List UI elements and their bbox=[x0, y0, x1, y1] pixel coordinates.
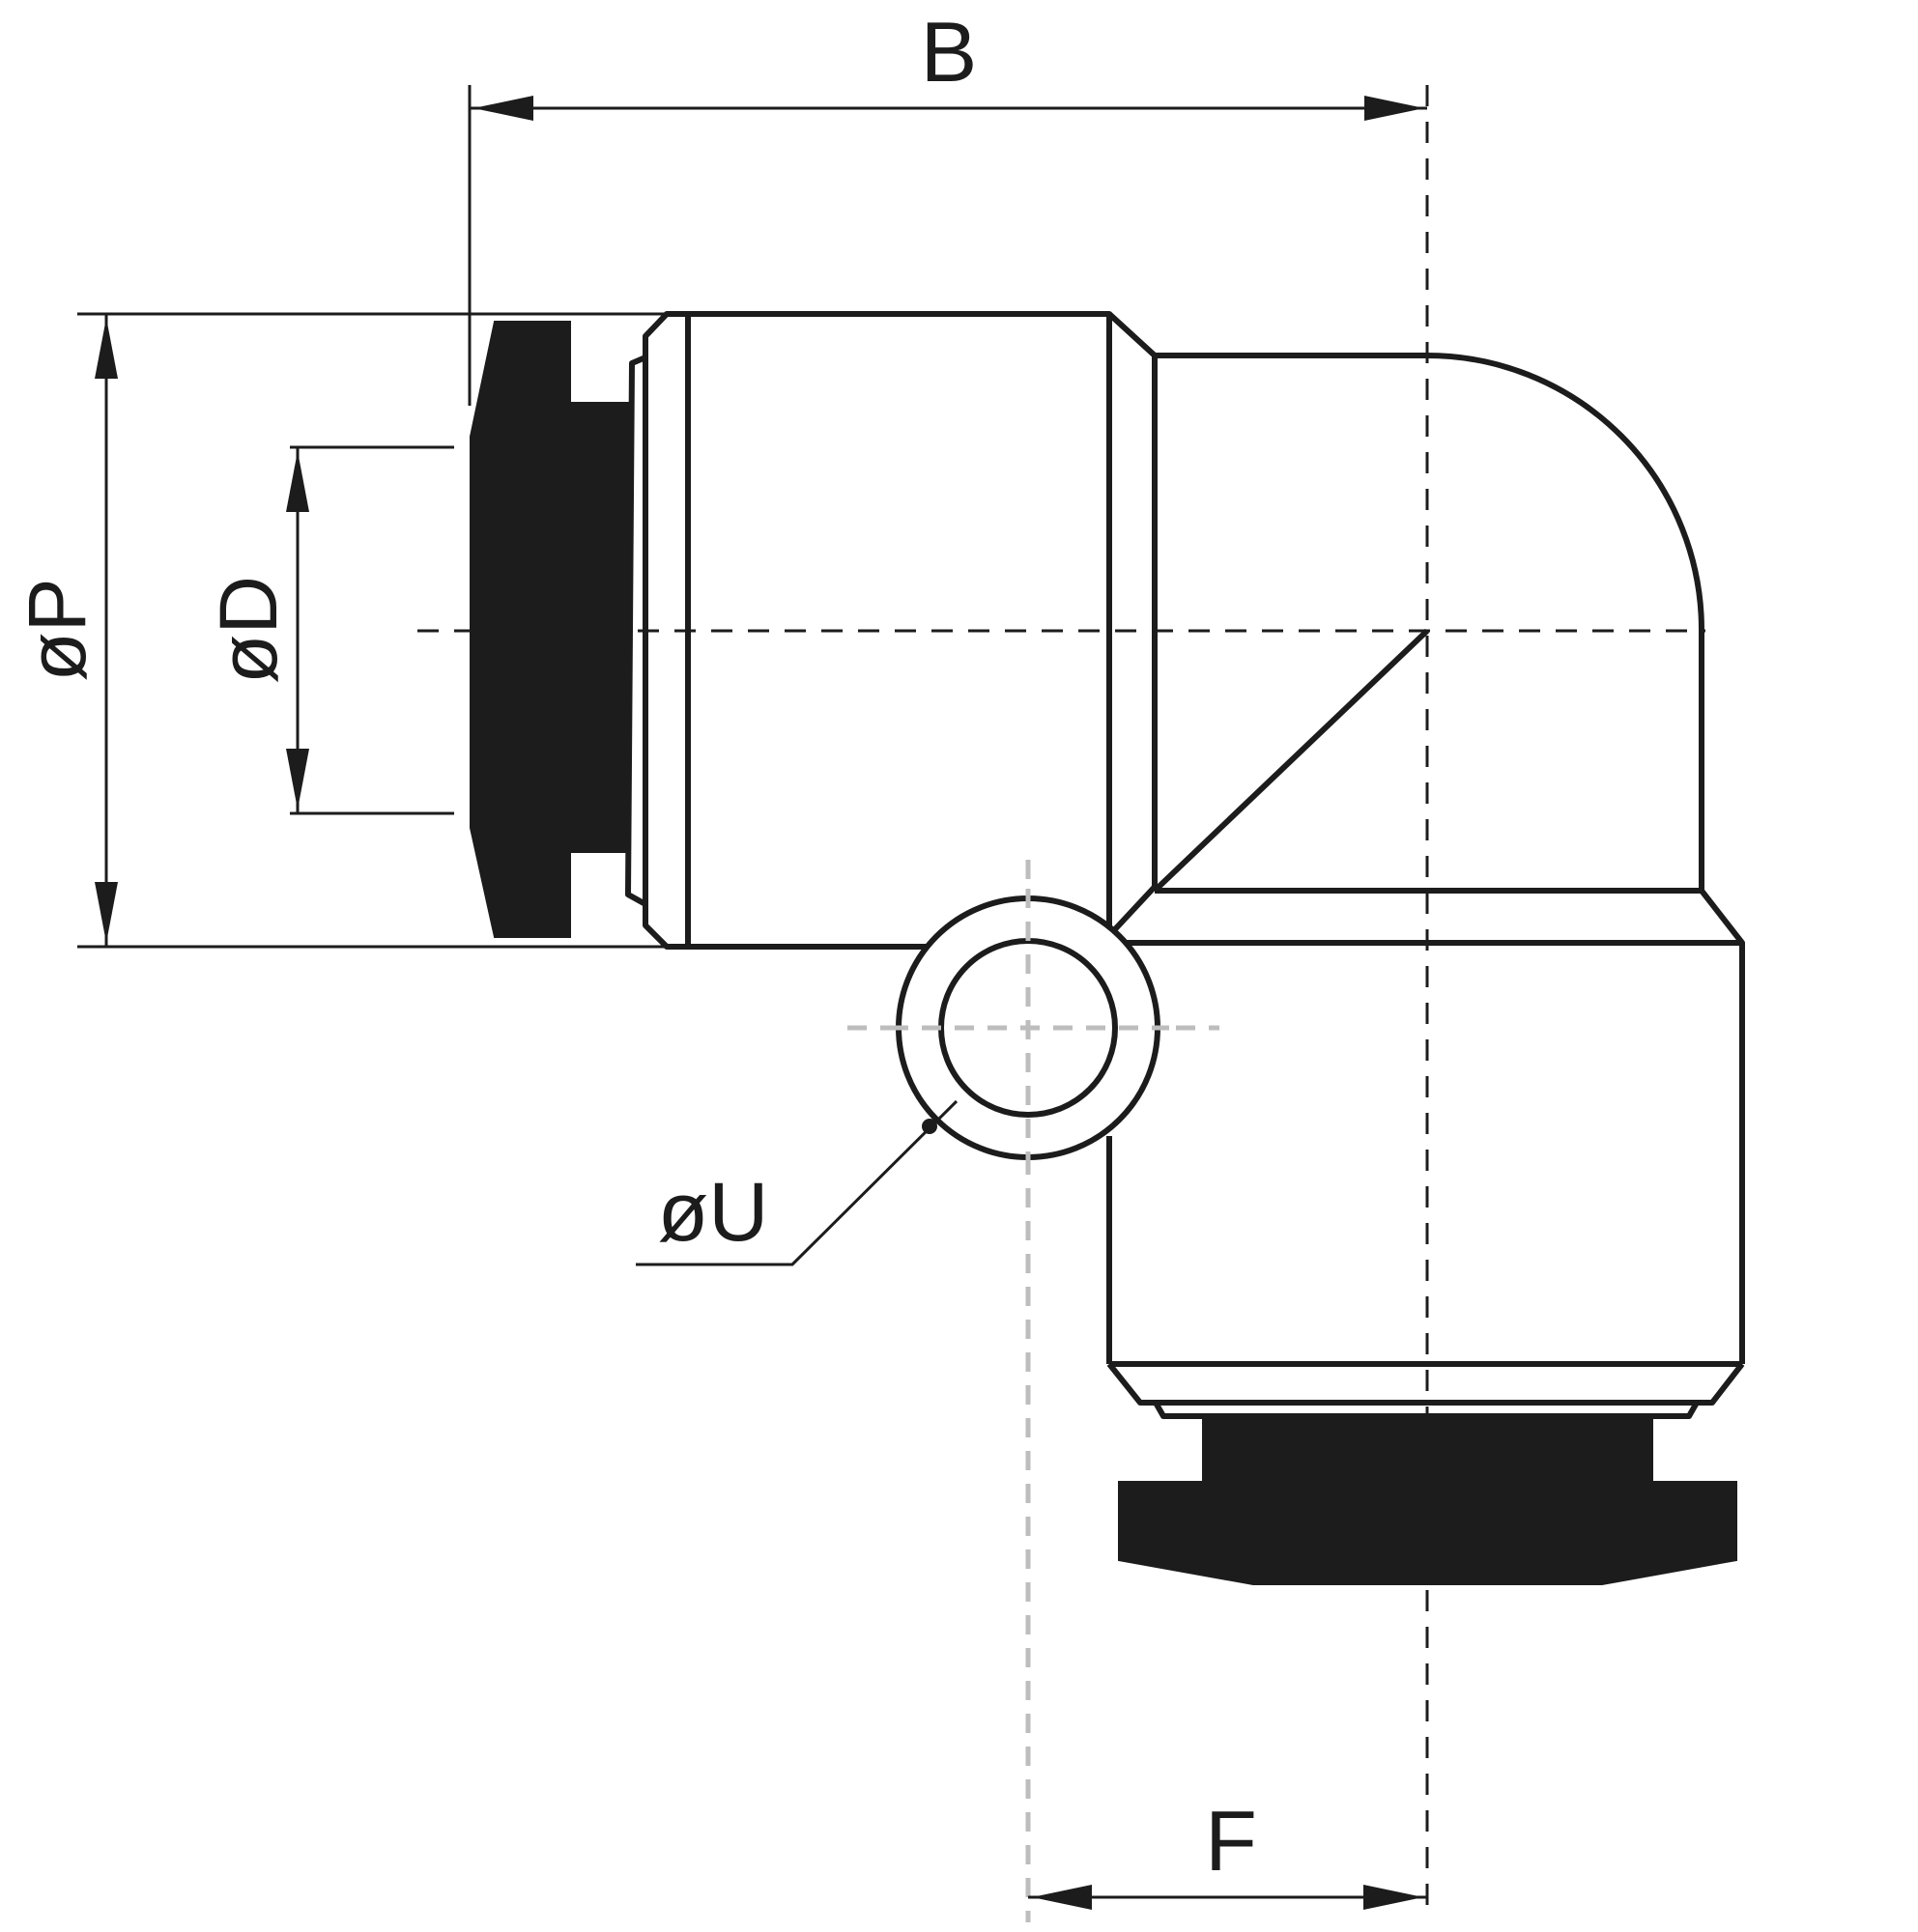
vertical-arm bbox=[1106, 1361, 1745, 1419]
horizontal-arm bbox=[625, 311, 1158, 950]
dimension-u-leader bbox=[636, 1099, 959, 1266]
mounting-lug bbox=[889, 889, 1169, 1169]
dimension-f-arrow-left bbox=[1032, 1885, 1092, 1910]
dimension-f-label: F bbox=[1205, 1793, 1257, 1889]
vertical-release-sleeve bbox=[1118, 1417, 1737, 1585]
horizontal-arm-shoulder bbox=[1106, 311, 1158, 932]
dimension-f: F bbox=[1028, 1793, 1427, 1910]
dimension-p-label: øP bbox=[12, 578, 102, 681]
dimension-b-arrow-left bbox=[473, 96, 533, 121]
dimension-b-arrow-right bbox=[1364, 96, 1424, 121]
horizontal-arm-chamfer bbox=[643, 311, 688, 950]
dimension-p-arrow-bottom bbox=[95, 882, 118, 943]
dimension-p-arrow-top bbox=[95, 318, 118, 379]
vertical-collet-ring bbox=[1153, 1401, 1700, 1419]
dimension-u-leader-dot bbox=[922, 1119, 937, 1134]
dimension-d-arrow-bottom bbox=[286, 749, 309, 810]
dimension-u-label: øU bbox=[658, 1166, 769, 1259]
dimension-b: B bbox=[468, 4, 1427, 406]
dimension-d-arrow-top bbox=[286, 451, 309, 512]
dimension-f-arrow-right bbox=[1363, 1885, 1423, 1910]
elbow-miter-line bbox=[1152, 628, 1430, 894]
horizontal-release-sleeve bbox=[470, 321, 631, 938]
elbow-outer-contour bbox=[1155, 353, 1745, 1364]
vertical-arm-chamfer bbox=[1106, 1362, 1745, 1406]
dimension-u: øU bbox=[636, 1099, 959, 1266]
dimension-d-label: øD bbox=[203, 576, 294, 684]
dimension-d: øD bbox=[203, 445, 454, 815]
elbow-body bbox=[1106, 353, 1745, 1364]
dimension-p: øP bbox=[12, 312, 667, 949]
dimension-b-label: B bbox=[921, 4, 978, 99]
